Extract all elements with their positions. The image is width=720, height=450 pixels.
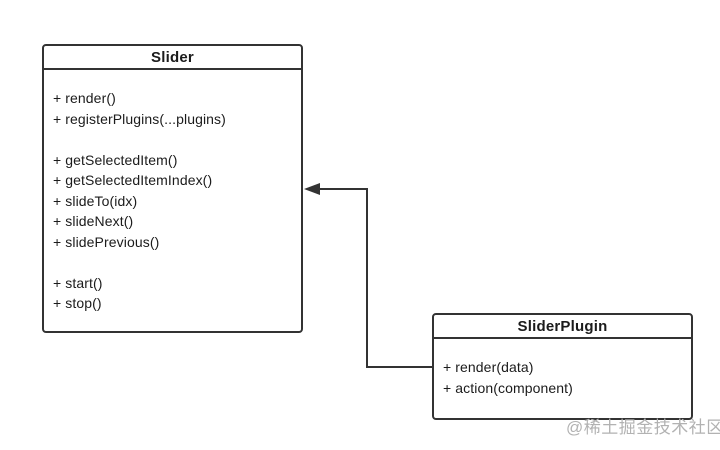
- class-title-sliderplugin: SliderPlugin: [434, 315, 691, 339]
- method-item: + start(): [53, 274, 103, 291]
- method-item: + render(): [53, 90, 116, 106]
- method-item: + render(data): [443, 359, 534, 375]
- watermark-text: @稀土掘金技术社区: [566, 418, 720, 437]
- method-item: + stop(): [53, 295, 102, 311]
- method-section: + getSelectedItem() + getSelectedItemInd…: [53, 150, 295, 253]
- method-section: + render() + registerPlugins(...plugins): [53, 88, 295, 129]
- class-box-sliderplugin: SliderPlugin + render(data) + action(com…: [432, 313, 693, 420]
- class-members-slider: + render() + registerPlugins(...plugins)…: [44, 70, 301, 314]
- connector-line: [318, 188, 432, 368]
- class-members-sliderplugin: + render(data) + action(component): [434, 339, 691, 398]
- method-item: + getSelectedItem(): [53, 151, 178, 168]
- method-section: + start() + stop(): [53, 273, 295, 314]
- method-item: + slideTo(idx): [53, 192, 138, 209]
- method-item: + slideNext(): [53, 213, 134, 229]
- method-item: + getSelectedItemIndex(): [53, 172, 213, 188]
- method-item: + slidePrevious(): [53, 233, 160, 250]
- class-title-slider: Slider: [44, 46, 301, 70]
- method-item: + action(component): [443, 379, 573, 396]
- method-section: + render(data) + action(component): [443, 357, 685, 398]
- connector-arrowhead-icon: [304, 183, 320, 195]
- class-box-slider: Slider + render() + registerPlugins(...p…: [42, 44, 303, 333]
- method-item: + registerPlugins(...plugins): [53, 110, 226, 127]
